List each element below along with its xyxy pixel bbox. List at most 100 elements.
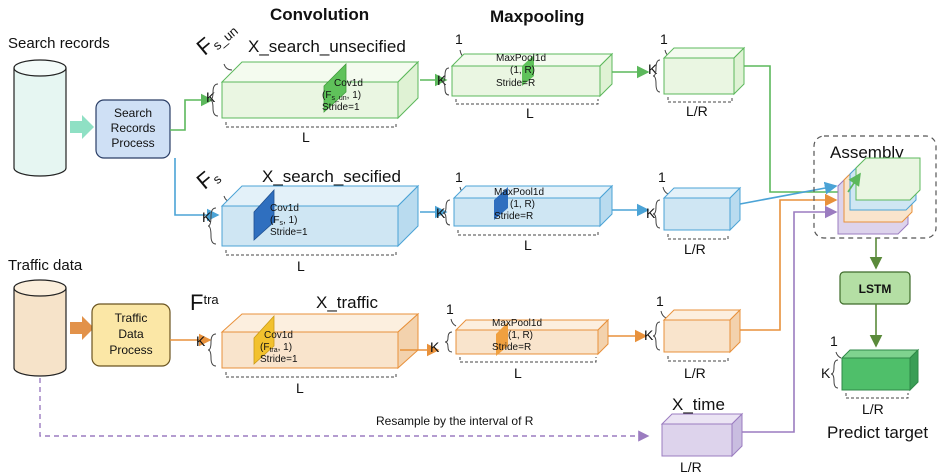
specified-input-block xyxy=(220,184,420,248)
predict-lr-brace xyxy=(845,393,909,399)
specified-pool-l-brace xyxy=(457,230,599,236)
traffic-l-label: L xyxy=(296,380,304,396)
specified-out-lr-brace xyxy=(667,234,729,240)
traffic-pool-l-brace xyxy=(459,357,597,363)
traffic-l-brace xyxy=(225,372,397,378)
specified-out-one: 1 xyxy=(658,169,666,185)
traffic-data-label: Traffic data xyxy=(8,257,83,274)
process-to-unspecified-arrow xyxy=(170,93,214,131)
traffic-pool-one-brace xyxy=(450,318,457,327)
specified-l-brace xyxy=(225,250,397,256)
traffic-pool-k-brace xyxy=(444,331,453,353)
unspecified-name: X_search_unsecified xyxy=(248,37,406,56)
traffic-conv-param: (Ftra, 1) xyxy=(260,342,292,354)
search-records-label: Search records xyxy=(8,35,110,52)
unspecified-out-lr-label: L/R xyxy=(686,103,708,119)
unspecified-assembly-arrowhead xyxy=(847,172,861,193)
predict-k-brace xyxy=(830,359,839,389)
specified-l-label: L xyxy=(297,258,305,274)
unspecified-input-block xyxy=(220,60,420,120)
specified-k-label: K xyxy=(202,209,212,225)
maxpooling-title: Maxpooling xyxy=(490,7,584,26)
traffic-out-k-brace xyxy=(652,321,661,351)
filter-specified-symbol: Fs xyxy=(192,162,225,196)
assembly-container xyxy=(813,135,937,239)
predict-output-block xyxy=(840,348,920,392)
specified-output-block xyxy=(662,186,742,232)
traffic-input-block xyxy=(220,312,420,370)
search-records-process-box: Search Records Process xyxy=(95,99,171,159)
unspecified-l-label: L xyxy=(302,129,310,145)
specified-pool-one: 1 xyxy=(455,169,463,185)
unspecified-output-block xyxy=(662,46,746,96)
specified-out-one-brace xyxy=(662,186,669,195)
traffic-conv-stride: Stride=1 xyxy=(260,354,298,365)
traffic-pool-one: 1 xyxy=(446,301,454,317)
specified-to-assembly-arrow xyxy=(739,181,838,205)
traffic-data-cylinder xyxy=(13,279,67,377)
filter-unspecified-brace xyxy=(223,63,233,71)
predict-lr-label: L/R xyxy=(862,401,884,417)
unspecified-conv-op: Cov1d xyxy=(334,78,363,89)
unspecified-pool-stride: Stride=R xyxy=(496,78,535,89)
specified-pool-k-brace xyxy=(442,199,451,226)
traffic-data-process-box: Traffic Data Process xyxy=(91,303,171,367)
search-process-line-3: Process xyxy=(111,136,154,150)
search-to-process-arrow xyxy=(70,115,94,139)
traffic-pool-block xyxy=(454,318,610,356)
unspecified-pool-param: (1, R) xyxy=(510,65,535,76)
specified-conv-param: (Fs, 1) xyxy=(270,215,297,227)
predict-one: 1 xyxy=(830,333,838,349)
traffic-to-process-arrow xyxy=(70,316,94,340)
specified-pool-param: (1, R) xyxy=(510,199,535,210)
traffic-k-brace xyxy=(207,333,217,367)
traffic-pool-op: MaxPool1d xyxy=(492,318,542,329)
specified-pool-op: MaxPool1d xyxy=(494,187,544,198)
specified-conv-kernel xyxy=(253,188,275,241)
unspecified-k-label: K xyxy=(206,89,216,105)
unspecified-out-lr-brace xyxy=(667,97,733,103)
traffic-out-k-label: K xyxy=(644,327,654,343)
time-block xyxy=(660,412,744,458)
traffic-pool-l-label: L xyxy=(514,365,522,381)
specified-pool-kernel xyxy=(494,187,508,220)
specified-conv-op: Cov1d xyxy=(270,203,299,214)
time-to-assembly-arrow xyxy=(742,205,838,433)
unspecified-pool-l-brace xyxy=(455,99,599,105)
unspecified-conv-kernel xyxy=(323,63,347,113)
unspecified-pool-k-label: K xyxy=(437,72,447,88)
traffic-process-line-1: Traffic xyxy=(115,311,148,325)
specified-out-k-label: K xyxy=(646,205,656,221)
search-records-cylinder xyxy=(13,59,67,177)
convolution-title: Convolution xyxy=(270,5,369,24)
traffic-to-assembly-arrow xyxy=(740,193,838,331)
process-to-specified-arrow xyxy=(174,158,220,222)
traffic-k-label: K xyxy=(196,333,206,349)
unspecified-pool-l-label: L xyxy=(526,105,534,121)
specified-name: X_search_secified xyxy=(262,167,401,186)
unspecified-out-one: 1 xyxy=(660,31,668,47)
unspecified-pool-k-brace xyxy=(441,67,450,96)
time-name: X_time xyxy=(672,395,725,414)
traffic-conv-kernel xyxy=(253,314,275,365)
predict-k-label: K xyxy=(821,365,831,381)
lstm-box xyxy=(839,271,911,305)
predict-target-label: Predict target xyxy=(827,423,928,442)
search-process-line-2: Records xyxy=(111,121,156,135)
specified-out-lr-label: L/R xyxy=(684,241,706,257)
traffic-out-one: 1 xyxy=(656,293,664,309)
specified-pool-block xyxy=(452,184,614,228)
assembly-label: Assembly xyxy=(830,143,904,162)
traffic-out-one-brace xyxy=(660,310,667,319)
time-lr-label: L/R xyxy=(680,459,702,475)
unspecified-pool-op: MaxPool1d xyxy=(496,53,546,64)
unspecified-conv-param: (Fs_un, 1) xyxy=(322,90,361,102)
specified-conv-stride: Stride=1 xyxy=(270,227,308,238)
traffic-pool-kernel xyxy=(496,322,508,356)
unspecified-out-k-label: K xyxy=(648,61,658,77)
traffic-conv-op: Cov1d xyxy=(264,330,293,341)
assembly-stack xyxy=(837,157,921,235)
specified-k-brace xyxy=(207,207,217,245)
unspecified-k-brace xyxy=(209,83,219,117)
